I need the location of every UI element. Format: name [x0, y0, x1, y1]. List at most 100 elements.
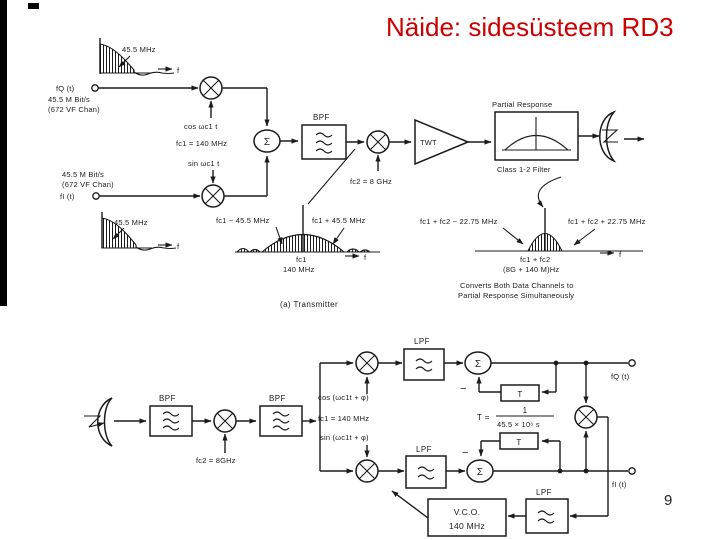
twt-label: TWT	[420, 138, 437, 147]
lpf-label: LPF	[536, 488, 552, 497]
output-terminal-icon	[628, 467, 636, 475]
rx-mixer-q	[355, 351, 403, 394]
output-terminal-icon	[628, 359, 636, 367]
note-line-1: Converts Both Data Channels to	[460, 281, 574, 290]
rx-bpf2-block: BPF	[259, 394, 317, 437]
lpf-block	[403, 348, 445, 381]
input-i-signal: fI (t)	[60, 192, 75, 201]
input-i-rate: 45.5 M Bit/s	[62, 170, 104, 179]
transmitter-caption: (a) Transmitter	[280, 300, 338, 309]
tx-spectrum-baseband-bottom: 45.5 MHz f	[101, 212, 180, 251]
sigma-symbol: Σ	[477, 467, 483, 478]
lpf-label: LPF	[414, 337, 430, 346]
delay-label: T	[516, 438, 521, 447]
rx-mixer-i	[355, 459, 405, 483]
rx-vco-block: V.C.O. 140 MHz	[391, 490, 507, 537]
scan-edge-strip	[0, 0, 7, 306]
fc1-label: fc1 = 140 MHz	[176, 139, 227, 148]
spectrum-label: 45.5 MHz	[114, 218, 148, 227]
rx-carrier-recovery-mixer	[569, 363, 609, 519]
t-equals: T =	[477, 413, 490, 422]
input-q-rate: 45.5 M Bit/s	[48, 95, 90, 104]
lpf-label: LPF	[416, 445, 432, 454]
class-filter-label: Class 1-2 Filter	[497, 165, 551, 174]
amplifier-icon	[414, 118, 470, 166]
bpf-label: BPF	[159, 394, 176, 403]
rx-lo-labels: cos (ωc1t + φ) fc1 = 140 MHz sin (ωc1t +…	[318, 393, 370, 458]
rx-delay-formula: T = 1 45.5 × 10⁶ s	[477, 406, 554, 429]
rf-left-label: fc1 + fc2 − 22.75 MHz	[420, 217, 498, 226]
partial-response-label: Partial Response	[492, 100, 552, 109]
input-q-channels: (672 VF Chan)	[48, 105, 100, 114]
tx-upconverter-mixer: fc2 = 8 GHz	[350, 130, 412, 186]
rf-center-label: fc1 + fc2	[520, 255, 550, 264]
output-i-label: fI (t)	[612, 480, 627, 489]
sin-carrier-label: sin ωc1 t	[188, 159, 220, 168]
input-terminal-icon	[92, 192, 100, 200]
freq-axis-label: f	[177, 242, 180, 251]
delay-block	[500, 384, 540, 402]
if-center-freq: 140 MHz	[283, 265, 314, 274]
input-q-signal: fQ (t)	[56, 84, 75, 93]
sin-carrier-label: sin (ωc1t + φ)	[320, 433, 369, 442]
output-q-label: fQ (t)	[611, 372, 630, 381]
vco-label: V.C.O.	[454, 507, 481, 517]
t-numerator: 1	[523, 406, 528, 415]
tx-spectrum-if: fc1 − 45.5 MHz fc1 + 45.5 MHz fc1 140 MH…	[216, 148, 380, 274]
tx-twt-amplifier: TWT	[414, 118, 492, 166]
input-terminal-icon	[91, 84, 99, 92]
rx-summer-i: Σ fI (t) T −	[462, 432, 636, 489]
lpf-block	[525, 498, 569, 534]
tx-antenna-icon	[599, 110, 645, 163]
freq-axis-label: f	[619, 250, 622, 259]
minus-sign: −	[462, 447, 468, 459]
if-left-label: fc1 − 45.5 MHz	[216, 216, 269, 225]
freq-axis-label: f	[364, 253, 367, 262]
tx-spectrum-baseband-top: 45.5 MHz f	[99, 38, 180, 76]
note-line-2: Partial Response Simultaneously	[458, 291, 574, 300]
tx-input-q: fQ (t) 45.5 M Bit/s (672 VF Chan)	[48, 84, 199, 114]
rx-lpf1-block: LPF	[403, 337, 464, 381]
cos-carrier-label: cos (ωc1t + φ)	[318, 393, 369, 402]
tx-summer: Σ fc1 = 140 MHz	[176, 87, 299, 197]
sigma-symbol: Σ	[264, 137, 270, 148]
t-denominator: 45.5 × 10⁶ s	[497, 420, 540, 429]
rx-bpf1-block: BPF	[149, 394, 212, 437]
if-right-label: fc1 + 45.5 MHz	[312, 216, 365, 225]
tx-mixer-i: sin ωc1 t	[188, 159, 225, 208]
if-center-label: fc1	[296, 255, 307, 264]
delay-label: T	[517, 390, 522, 399]
bpf-label: BPF	[269, 394, 286, 403]
fc2-label: fc2 = 8GHz	[196, 456, 236, 465]
fc1-label: fc1 = 140 MHz	[318, 414, 369, 423]
tx-input-i: 45.5 M Bit/s (672 VF Chan) fI (t)	[60, 170, 201, 201]
scan-artifact	[28, 3, 39, 9]
sigma-symbol: Σ	[475, 359, 481, 370]
page-title: Näide: sidesüsteem RD3	[386, 12, 674, 42]
tx-mixer-q: cos ωc1 t	[184, 76, 223, 131]
rf-center-freq: (8G + 140 M)Hz	[503, 265, 559, 274]
tx-partial-response-block: Partial Response Class 1-2 Filter	[492, 100, 600, 174]
rx-antenna-icon	[84, 397, 147, 447]
rx-branch	[319, 360, 354, 474]
spectrum-label: 45.5 MHz	[122, 45, 156, 54]
rx-summer-q: Σ fQ (t) T −	[460, 351, 636, 402]
input-i-channels: (672 VF Chan)	[62, 180, 114, 189]
lpf-block	[405, 455, 447, 489]
bpf-label: BPF	[313, 113, 330, 122]
tx-notes: Converts Both Data Channels to Partial R…	[280, 281, 574, 309]
rx-lpf2-block: LPF	[405, 445, 466, 489]
fc2-label: fc2 = 8 GHz	[350, 177, 392, 186]
tx-bpf-block: BPF	[301, 113, 365, 160]
freq-axis-label: f	[177, 66, 180, 75]
tx-spectrum-rf: fc1 + fc2 − 22.75 MHz fc1 + fc2 + 22.75 …	[420, 176, 646, 274]
rx-lpf3-block: LPF	[507, 488, 569, 534]
rx-downconverter-mixer: fc2 = 8GHz	[196, 409, 257, 465]
bpf-block	[301, 124, 347, 160]
page-number: 9	[664, 492, 673, 509]
vco-frequency: 140 MHz	[449, 521, 485, 531]
cos-carrier-label: cos ωc1 t	[184, 122, 218, 131]
rf-right-label: fc1 + fc2 + 22.75 MHz	[568, 217, 646, 226]
